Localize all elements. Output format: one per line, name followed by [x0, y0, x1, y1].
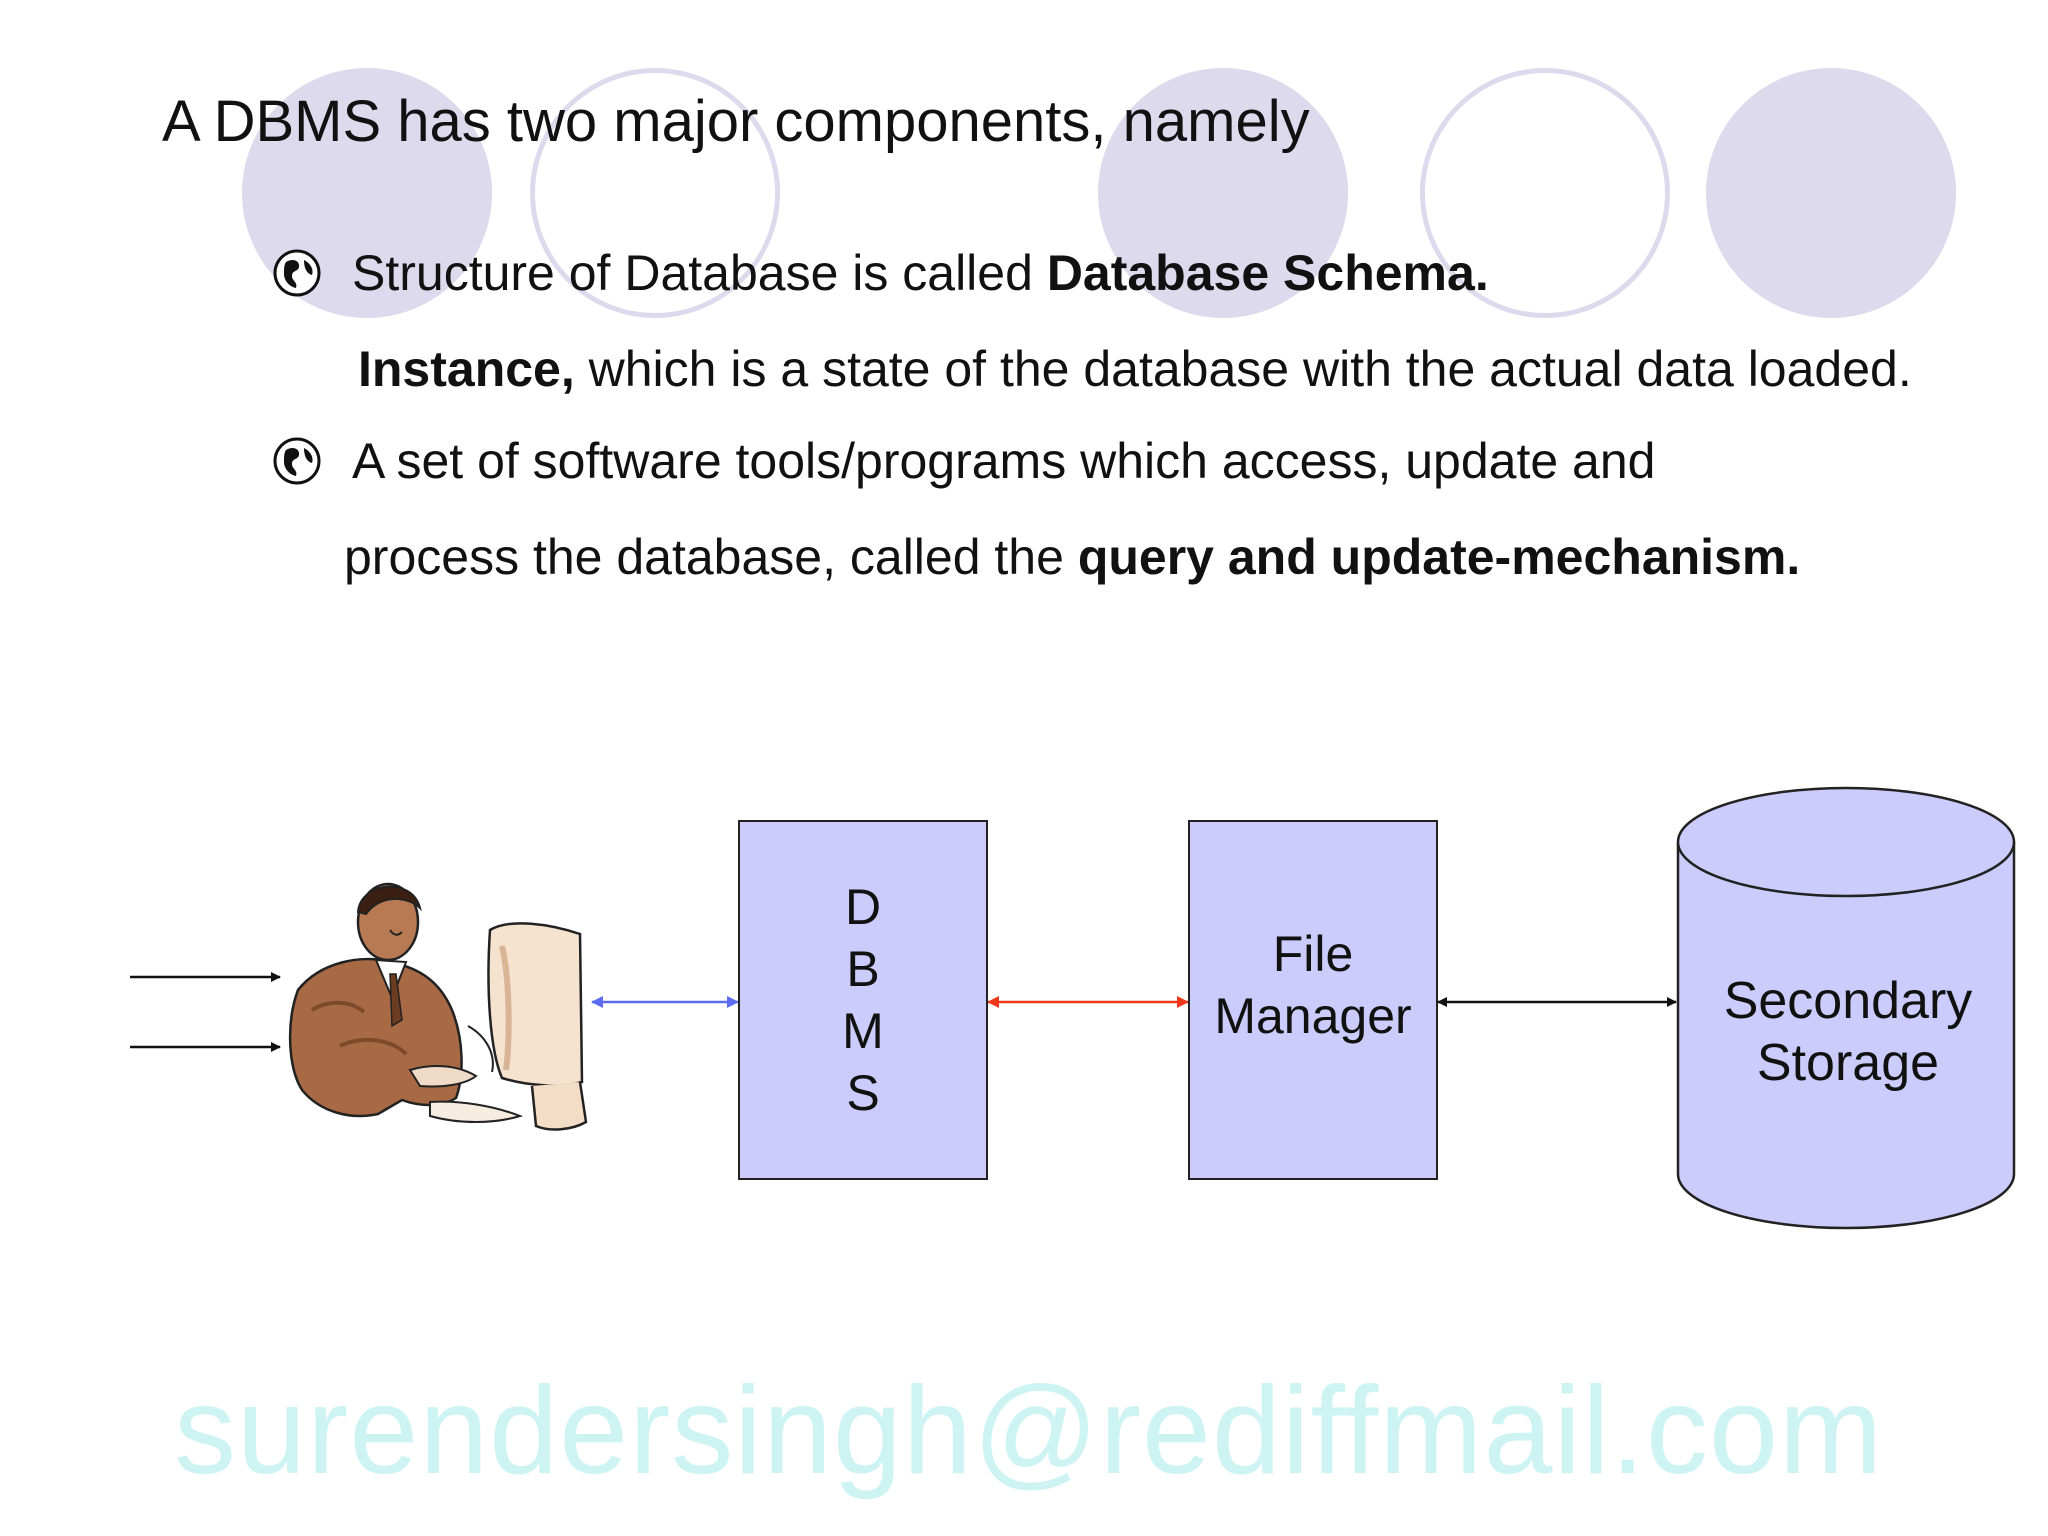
dbms-letter-b: B — [846, 941, 880, 997]
slide-title: A DBMS has two major components, namely — [162, 89, 1310, 154]
bullet-1-line-2: Instance, which is a state of the databa… — [358, 340, 1912, 398]
dbms-letter-d: D — [844, 879, 882, 935]
watermark-email: surendersingh@rediffmail.com — [174, 1362, 1884, 1500]
decor-circle-4 — [1420, 68, 1670, 318]
dbms-letter-s: S — [846, 1065, 880, 1121]
user-at-computer-icon — [288, 882, 588, 1131]
file-manager-label-line-2: Manager — [1214, 988, 1412, 1044]
bullet-1-bold-term: Database Schema. — [1046, 245, 1489, 301]
decor-circle-5 — [1706, 68, 1956, 318]
bullet-1-bold-instance: Instance, — [358, 341, 575, 397]
globe-icon — [273, 437, 321, 485]
bullet-1-text: Structure of Database is called — [352, 245, 1047, 301]
bullet-2-line-2-text: process the database, called the — [344, 529, 1078, 585]
diagram-connectors — [130, 786, 2016, 1230]
file-manager-box: File Manager — [1188, 820, 1438, 1180]
file-manager-label: File Manager — [1214, 923, 1411, 1047]
dbms-label: D B M S — [842, 876, 884, 1124]
dbms-box: D B M S — [738, 820, 988, 1180]
decor-circle-2 — [530, 68, 780, 318]
dbms-letter-m: M — [842, 1003, 884, 1059]
bullet-2-line-1: A set of software tools/programs which a… — [352, 432, 1655, 490]
globe-icon — [273, 249, 321, 297]
bullet-1-line-2-text: which is a state of the database with th… — [574, 341, 1912, 397]
storage-label-line-2: Storage — [1756, 1034, 1940, 1092]
bullet-2-bold-term: query and update-mechanism. — [1077, 529, 1801, 585]
bullet-1-line-1: Structure of Database is called Database… — [352, 244, 1489, 302]
storage-label-line-1: Secondary — [1723, 972, 1973, 1030]
decor-circle-3 — [1098, 68, 1348, 318]
secondary-storage-label: Secondary Storage — [1678, 970, 2018, 1094]
bullet-2-line-2: process the database, called the query a… — [344, 528, 1800, 586]
bullet-2-text: A set of software tools/programs which a… — [352, 433, 1656, 489]
file-manager-label-line-1: File — [1272, 926, 1354, 982]
secondary-storage-cylinder — [1676, 786, 2016, 1230]
